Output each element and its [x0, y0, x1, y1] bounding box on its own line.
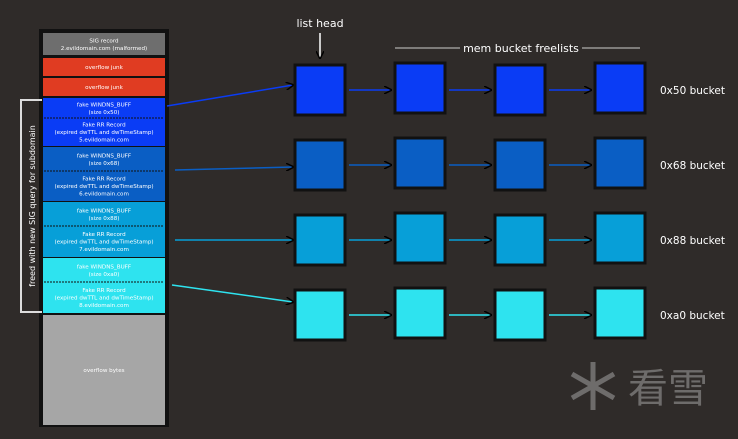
block-text: (expired dwTTL and dwTimeStamp): [54, 184, 153, 190]
block-text: fake WINDNS_BUFF: [77, 208, 131, 214]
freelist-chunk: [293, 288, 347, 342]
freelist-chunk: [493, 288, 547, 342]
block-fill: [43, 98, 165, 146]
block-fill: [43, 258, 165, 313]
block-text: (size 0x88): [89, 216, 120, 222]
block-text: fake WINDNS_BUFF: [77, 264, 131, 270]
fake-buff-0x50-block: fake WINDNS_BUFF (size 0x50) Fake RR Recor…: [43, 98, 165, 146]
block-text: SIG record: [89, 38, 119, 44]
overflow-junk-block-2: overflow junk: [43, 78, 165, 96]
bucket-label: 0xa0 bucket: [660, 310, 725, 322]
pointer-arrow: [166, 85, 293, 107]
bucket-label: 0x68 bucket: [660, 160, 725, 172]
watermark-text: 看雪: [628, 366, 708, 412]
freelist-chunk: [493, 138, 547, 192]
block-text: 8.evildomain.com: [79, 303, 129, 309]
block-text: (expired dwTTL and dwTimeStamp): [54, 130, 153, 136]
block-fill: [43, 147, 165, 201]
block-text: overflow bytes: [83, 368, 124, 374]
bucket-row-0xa0: 0xa0 bucket: [171, 284, 725, 342]
overflow-junk-block-1: overflow junk: [43, 58, 165, 76]
block-text: 7.evildomain.com: [79, 247, 129, 253]
overflow-bytes-block: overflow bytes: [43, 315, 165, 425]
fake-buff-0x68-block: fake WINDNS_BUFF (size 0x68) Fake RR Recor…: [43, 147, 165, 201]
freelist-chunk: [293, 138, 347, 192]
freelist-chunk: [593, 286, 647, 340]
block-fill: [43, 33, 165, 55]
block-text: fake WINDNS_BUFF: [77, 102, 131, 108]
block-text: (size 0x50): [89, 110, 120, 116]
block-text: Fake RR Record: [82, 177, 126, 183]
block-text: 2.evildomain.com (malformed): [61, 46, 147, 52]
bucket-label: 0x88 bucket: [660, 235, 725, 247]
block-text: (expired dwTTL and dwTimeStamp): [54, 240, 153, 246]
block-text: overflow junk: [85, 65, 123, 71]
block-fill: [43, 78, 165, 96]
freelists-label: mem bucket freelists: [463, 42, 579, 55]
block-text: Fake RR Record: [82, 232, 126, 238]
block-text: Fake RR Record: [82, 288, 126, 294]
watermark-logo: 看雪: [570, 362, 708, 412]
bucket-row-0x68: 0x68 bucket: [174, 136, 725, 192]
sig-record-block: SIG record 2.evildomain.com (malformed): [43, 33, 165, 55]
pointer-arrow: [171, 284, 293, 302]
freelist-chunk: [593, 61, 647, 115]
block-text: (size 0xa0): [89, 272, 120, 278]
block-fill: [43, 58, 165, 76]
block-text: overflow junk: [85, 85, 123, 91]
freelist-chunk: [393, 61, 447, 115]
freelist-chunk: [493, 63, 547, 117]
freelist-chunk: [593, 136, 647, 190]
freelist-chunk: [493, 213, 547, 267]
block-fill: [43, 315, 165, 425]
pointer-arrow: [174, 167, 293, 170]
freelist-chunk: [393, 286, 447, 340]
freelist-chunk: [593, 211, 647, 265]
block-text: 5.evildomain.com: [79, 138, 129, 144]
fake-buff-0x88-block: fake WINDNS_BUFF (size 0x88) Fake RR Recor…: [43, 202, 165, 257]
freelist-chunk: [393, 211, 447, 265]
fake-buff-0xa0-block: fake WINDNS_BUFF (size 0xa0) Fake RR Recor…: [43, 258, 165, 313]
list-head-label: list head: [296, 17, 343, 30]
freelist-chunk: [393, 136, 447, 190]
bucket-row-0x88: 0x88 bucket: [175, 211, 725, 267]
block-text: fake WINDNS_BUFF: [77, 153, 131, 159]
block-text: Fake RR Record: [82, 123, 126, 129]
block-text: (expired dwTTL and dwTimeStamp): [54, 296, 153, 302]
bracket-label: freed with new SIG query for subdomain: [28, 125, 37, 287]
bucket-label: 0x50 bucket: [660, 85, 725, 97]
bucket-row-0x50: 0x50 bucket: [166, 61, 725, 117]
block-fill: [43, 202, 165, 257]
freed-bracket: [20, 99, 42, 313]
block-text: (size 0x68): [89, 161, 120, 167]
freelist-chunk: [293, 213, 347, 267]
freelist-chunk: [293, 63, 347, 117]
block-text: 6.evildomain.com: [79, 192, 129, 198]
